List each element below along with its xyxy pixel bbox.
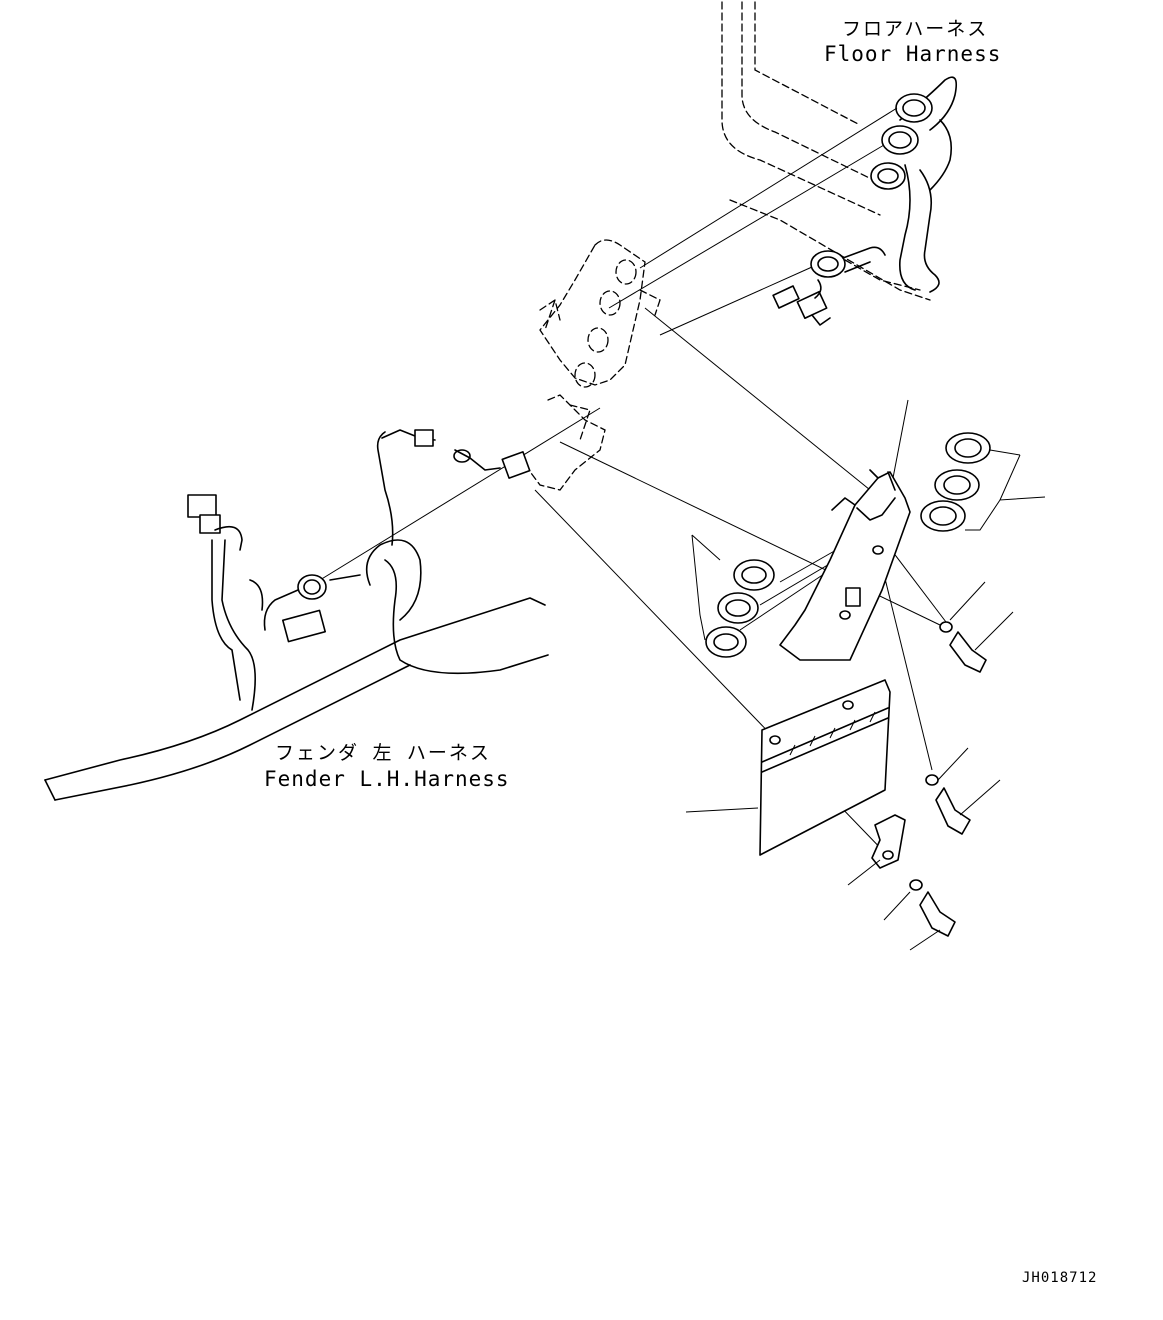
fender-harness-label-jp: フェンダ 左 ハーネス xyxy=(275,742,491,764)
floor-harness-label-jp: フロアハーネス xyxy=(842,18,989,40)
fasteners xyxy=(909,621,987,937)
fender-harness xyxy=(44,429,549,801)
drawing-code: JH018712 xyxy=(1022,1270,1098,1286)
fender-harness-label-en: Fender L.H.Harness xyxy=(264,767,510,791)
floor-harness-label-en: Floor Harness xyxy=(824,42,1002,66)
clamp xyxy=(871,814,906,869)
mounting-plate xyxy=(524,239,661,491)
bracket-assembly xyxy=(705,432,991,661)
callout-lines xyxy=(685,399,1046,951)
cover-plate xyxy=(759,679,891,856)
floor-harness xyxy=(772,76,958,326)
